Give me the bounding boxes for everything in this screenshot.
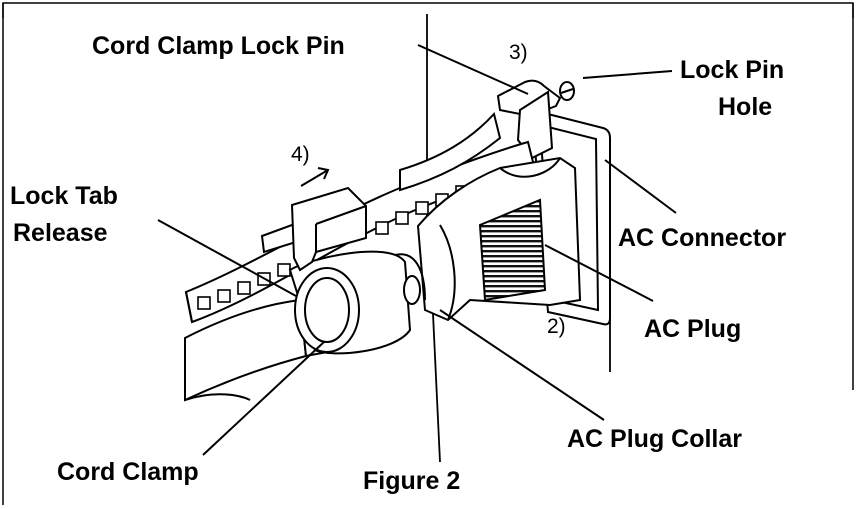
figure-caption: Figure 2 bbox=[363, 467, 461, 495]
label-ac-plug-collar: AC Plug Collar bbox=[567, 425, 743, 453]
lock-pin-drawing bbox=[496, 79, 575, 160]
lock-tab-drawing bbox=[260, 186, 367, 272]
label-cord-clamp: Cord Clamp bbox=[57, 458, 199, 486]
step-2-label: 2) bbox=[547, 315, 566, 338]
step-3-label: 3) bbox=[509, 41, 528, 64]
label-lock-pin-hole-line1: Lock Pin bbox=[680, 56, 785, 84]
label-lock-tab-release-line1: Lock Tab bbox=[10, 182, 118, 210]
leader-lines bbox=[157, 44, 677, 456]
direction-arrow-icon bbox=[300, 167, 330, 187]
label-lock-tab-release-line2: Release bbox=[13, 219, 108, 247]
label-cord-clamp-lock-pin: Cord Clamp Lock Pin bbox=[92, 32, 345, 60]
label-lock-pin-hole-line2: Hole bbox=[718, 93, 773, 121]
cord-clamp-drawing bbox=[288, 250, 426, 355]
ac-plug-drawing bbox=[416, 156, 582, 322]
label-ac-plug: AC Plug bbox=[644, 315, 742, 343]
step-4-label: 4) bbox=[291, 143, 310, 166]
label-ac-connector: AC Connector bbox=[618, 224, 787, 252]
